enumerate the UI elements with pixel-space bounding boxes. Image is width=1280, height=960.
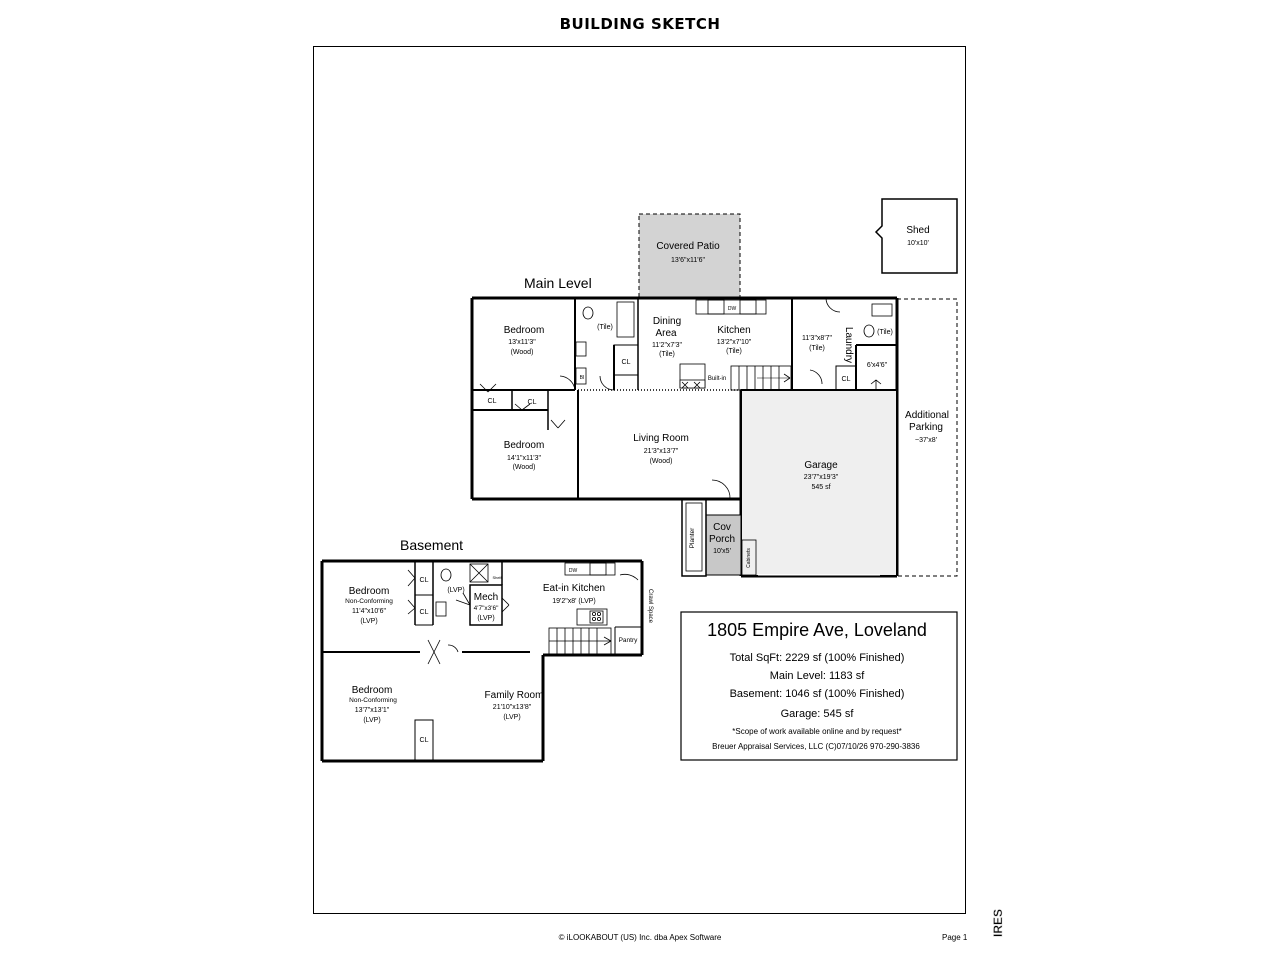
bi-label: BI	[580, 375, 585, 381]
dining-label-2: Area	[655, 328, 677, 339]
cov-porch-label-1: Cov	[713, 522, 731, 533]
cov-porch-label-2: Porch	[709, 534, 735, 545]
mech-dims: 4'7"x3'6"	[474, 605, 499, 612]
page-title: BUILDING SKETCH	[559, 15, 721, 33]
hall-closet-2-label: CL	[528, 399, 537, 406]
laundry-tile-label: (Tile)	[877, 329, 893, 336]
bedroom1-dims: 13'x11'3"	[508, 339, 536, 346]
dining-dims: 11'2"x7'3"	[652, 342, 683, 349]
summary-basement: Basement: 1046 sf (100% Finished)	[730, 688, 905, 700]
kitchen-dims: 13'2"x7'10"	[717, 339, 752, 346]
covered-patio-label: Covered Patio	[656, 241, 720, 252]
basement-title: Basement	[400, 537, 463, 553]
basement-walls	[320, 559, 644, 763]
living-floor: (Wood)	[650, 458, 673, 465]
covered-patio: Covered Patio 13'6"x11'6"	[638, 213, 741, 299]
cov-porch-dims: 10'x5'	[713, 548, 731, 555]
laundry-closet-label: CL	[842, 376, 851, 383]
basement-fixtures	[407, 562, 639, 665]
kitchen-label: Kitchen	[717, 325, 750, 336]
small-room-dims: 6'x4'6"	[867, 362, 888, 369]
b-bedroom1-note: Non-Conforming	[345, 598, 393, 605]
footer-copyright: © iLOOKABOUT (US) Inc. dba Apex Software	[558, 933, 722, 942]
kitchen-floor: (Tile)	[726, 348, 742, 355]
bath-tile-label: (Tile)	[597, 324, 613, 331]
b-bedroom2-note: Non-Conforming	[349, 697, 397, 704]
mech-floor: (LVP)	[477, 615, 494, 622]
summary-address: 1805 Empire Ave, Loveland	[707, 620, 927, 640]
hall-closet-1-label: CL	[488, 398, 497, 405]
covered-porch: Cov Porch 10'x5' Planter Cabinets	[681, 498, 752, 577]
eat-in-kitchen-dims: 19'2"x8' (LVP)	[552, 598, 596, 605]
bedroom1-label: Bedroom	[504, 325, 545, 336]
mech-label: Mech	[474, 592, 498, 603]
summary-company: Breuer Appraisal Services, LLC (C)07/10/…	[712, 742, 920, 751]
cabinets-label: Cabinets	[746, 548, 752, 568]
shed-label: Shed	[906, 225, 929, 236]
basement-labels: Bedroom Non-Conforming 11'4"x10'6" (LVP)…	[345, 568, 653, 744]
b-shelf-label: Shelf	[492, 575, 502, 580]
family-room-label: Family Room	[485, 690, 544, 701]
b-bath-floor: (LVP)	[447, 587, 464, 594]
footer-page: Page 1	[942, 933, 968, 942]
garage-cabinets	[741, 539, 757, 576]
built-in-label: Built-in	[708, 376, 726, 382]
family-room-dims: 21'10"x13'8"	[493, 704, 532, 711]
crawl-space-label: Crawl Space	[647, 589, 653, 624]
main-level-labels: Bedroom 13'x11'3" (Wood) Bedroom 14'1"x1…	[488, 306, 893, 491]
covered-patio-dims: 13'6"x11'6"	[671, 257, 705, 264]
shed-dims: 10'x10'	[907, 240, 929, 247]
summary-main: Main Level: 1183 sf	[770, 670, 866, 682]
b-bedroom1-dims: 11'4"x10'6"	[352, 608, 386, 615]
bedroom2-dims: 14'1"x11'3"	[507, 455, 541, 462]
living-label: Living Room	[633, 433, 689, 444]
kitchen-counters	[679, 299, 792, 391]
dw-label: DW	[728, 306, 737, 312]
garage-area: 545 sf	[811, 484, 830, 491]
bedroom2-label: Bedroom	[504, 440, 545, 451]
bedroom2-floor: (Wood)	[513, 464, 536, 471]
parking-label-2: Parking	[909, 422, 943, 433]
planter-label: Planter	[689, 527, 696, 548]
dining-floor: (Tile)	[659, 351, 675, 358]
pantry-label: Pantry	[619, 637, 639, 644]
b-bedroom2-dims: 13'7"x13'1"	[355, 707, 390, 714]
watermark-text: IRES	[991, 909, 1005, 937]
additional-parking: Additional Parking ~37'x8'	[896, 298, 958, 577]
b-closet-2-label: CL	[420, 609, 429, 616]
parking-dims: ~37'x8'	[915, 437, 937, 444]
b-bedroom1-floor: (LVP)	[360, 618, 377, 625]
b-dw-label: DW	[569, 568, 578, 574]
summary-garage: Garage: 545 sf	[781, 708, 855, 720]
laundry-dims: 11'3"x8'7"	[802, 335, 833, 342]
bath-closet-label: CL	[622, 359, 631, 366]
bathroom-fixtures	[575, 301, 893, 385]
living-dims: 21'3"x13'7"	[644, 448, 679, 455]
b-closet-3-label: CL	[420, 737, 429, 744]
summary-total: Total SqFt: 2229 sf (100% Finished)	[730, 652, 905, 664]
dining-label-1: Dining	[653, 316, 681, 327]
garage-dims: 23'7"x19'3"	[804, 474, 839, 481]
sketch-frame	[313, 46, 966, 914]
b-closet-1-label: CL	[420, 577, 429, 584]
b-bedroom2-floor: (LVP)	[363, 717, 380, 724]
summary-box: 1805 Empire Ave, Loveland Total SqFt: 22…	[680, 611, 958, 761]
bedroom1-floor: (Wood)	[511, 349, 534, 356]
main-level-title: Main Level	[524, 275, 592, 291]
ires-watermark: IRES	[991, 909, 1006, 938]
garage-floor	[742, 391, 896, 575]
summary-note: *Scope of work available online and by r…	[732, 727, 901, 736]
laundry-label: Laundry	[843, 327, 854, 363]
garage-label: Garage	[804, 460, 838, 471]
b-bedroom1-label: Bedroom	[349, 586, 390, 597]
shed: Shed 10'x10'	[874, 198, 958, 274]
main-closets	[613, 344, 857, 391]
family-room-floor: (LVP)	[503, 714, 520, 721]
eat-in-kitchen-label: Eat-in Kitchen	[543, 583, 605, 594]
laundry-floor: (Tile)	[809, 345, 825, 352]
parking-label-1: Additional	[905, 410, 949, 421]
b-bedroom2-label: Bedroom	[352, 685, 393, 696]
